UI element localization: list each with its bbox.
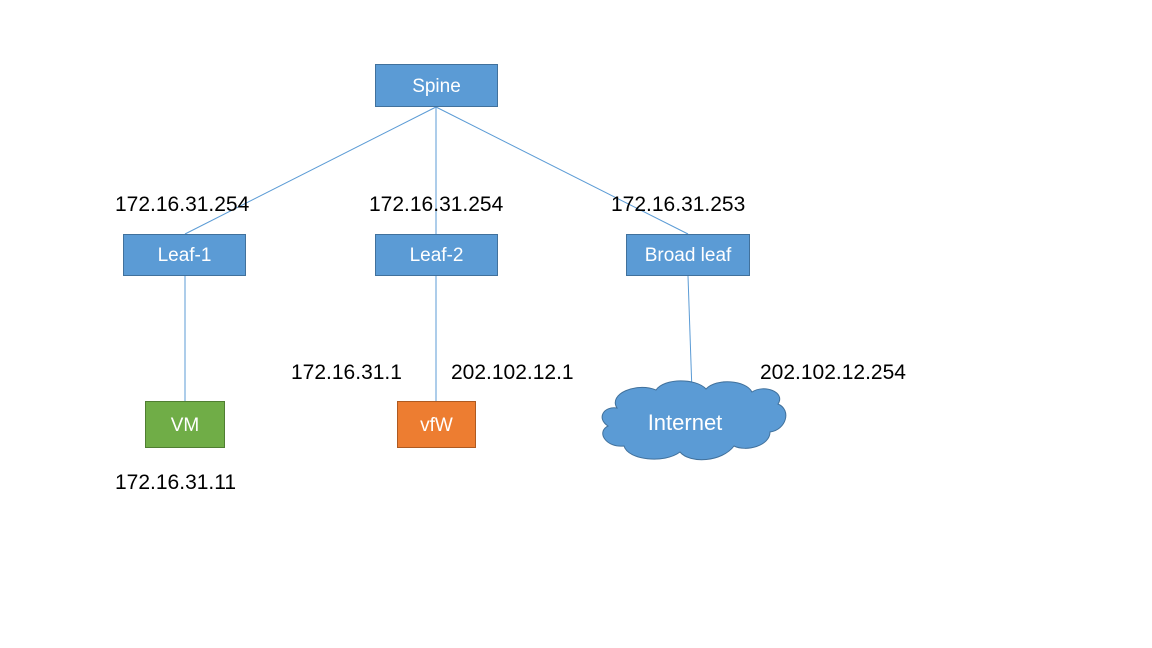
broad-leaf-node[interactable]: Broad leaf [626, 234, 750, 276]
vm-label: VM [171, 415, 200, 436]
link-broad-leaf-internet [687, 275, 693, 393]
vfw-inside-ip-label: 172.16.31.1 [291, 361, 402, 384]
internet-cloud-icon [601, 380, 787, 461]
ip-labels-layer: 172.16.31.254 172.16.31.254 172.16.31.25… [115, 193, 906, 494]
leaf1-label: Leaf-1 [158, 245, 212, 266]
leaf2-ip-label: 172.16.31.254 [369, 193, 504, 216]
internet-node[interactable]: Internet [601, 380, 787, 461]
spine-label: Spine [412, 76, 461, 97]
broad-leaf-label: Broad leaf [645, 245, 732, 266]
vfw-node[interactable]: vfW [397, 401, 476, 448]
leaf2-label: Leaf-2 [410, 245, 464, 266]
vfw-label: vfW [420, 415, 453, 436]
leaf2-node[interactable]: Leaf-2 [375, 234, 498, 276]
links-layer [184, 106, 693, 401]
leaf1-box [123, 234, 246, 276]
link-spine-leaf1 [184, 106, 437, 235]
vfw-outside-ip-label: 202.102.12.1 [451, 361, 574, 384]
spine-node[interactable]: Spine [375, 64, 498, 107]
leaf1-node[interactable]: Leaf-1 [123, 234, 246, 276]
broad-leaf-box [626, 234, 750, 276]
internet-label: Internet [648, 410, 723, 435]
vm-node[interactable]: VM [145, 401, 225, 448]
leaf2-box [375, 234, 498, 276]
vm-box [145, 401, 225, 448]
internet-ip-label: 202.102.12.254 [760, 361, 906, 384]
leaf1-ip-label: 172.16.31.254 [115, 193, 250, 216]
broad-leaf-ip-label: 172.16.31.253 [611, 193, 745, 216]
spine-box [375, 64, 498, 107]
vm-ip-label: 172.16.31.11 [115, 471, 236, 494]
link-spine-broad-leaf [435, 106, 689, 235]
vfw-box [397, 401, 476, 448]
